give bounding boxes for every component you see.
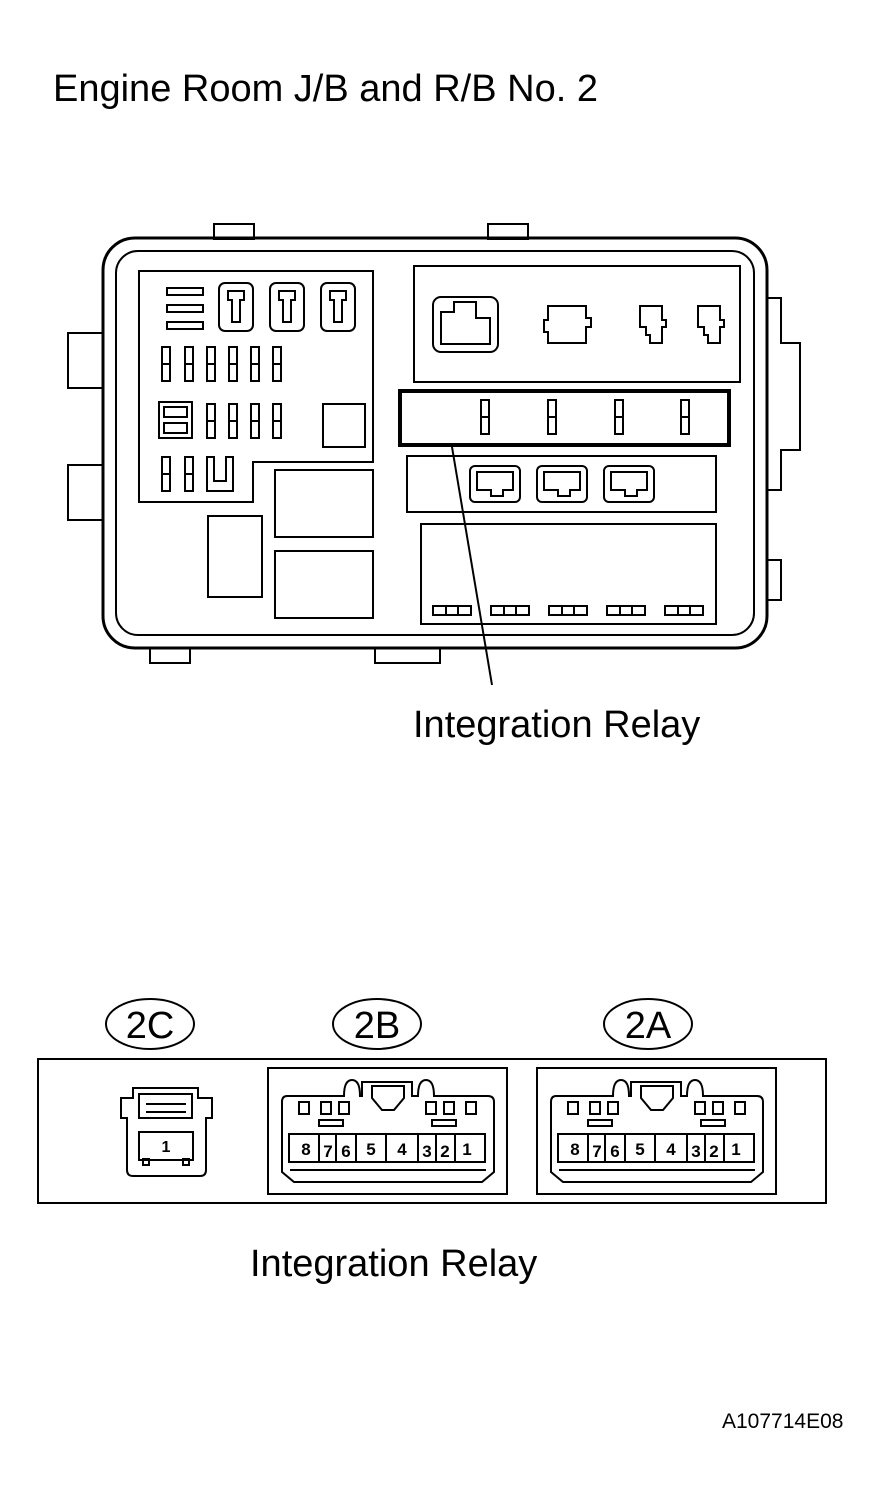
connector-2a-pin-2: 2 — [709, 1142, 718, 1161]
connector-2a-pin-8: 8 — [570, 1140, 579, 1159]
integration-relay-connectors-label: Integration Relay — [250, 1243, 538, 1285]
connector-panel — [37, 1058, 827, 1204]
connector-2a-pin-6: 6 — [610, 1142, 619, 1161]
relay-socket-2 — [269, 282, 305, 332]
relay-block-c — [274, 550, 374, 619]
connector-2a-pin-3: 3 — [691, 1142, 700, 1161]
connector-2b-pin-1: 1 — [462, 1140, 471, 1159]
connector-2b-pin-4: 4 — [397, 1140, 407, 1159]
connector-2a-tag: 2A — [603, 998, 693, 1050]
connector-2a-pin-1: 1 — [731, 1140, 740, 1159]
relay-block-a — [207, 515, 263, 598]
connector-2a-pin-4: 4 — [666, 1140, 676, 1159]
integration-relay-strip — [398, 389, 731, 447]
connector-2c: 1 — [120, 1087, 213, 1177]
reference-code: A107714E08 — [722, 1410, 844, 1433]
relay-socket-1 — [218, 282, 254, 332]
connector-2c-pin-1: 1 — [162, 1139, 171, 1156]
fuse-row-2 — [158, 401, 366, 448]
junction-block — [67, 223, 801, 664]
diagram-title: Engine Room J/B and R/B No. 2 — [53, 68, 598, 110]
right-relay-panel — [413, 265, 741, 383]
connector-2b-pin-8: 8 — [301, 1140, 310, 1159]
left-fuse-panel — [138, 270, 374, 503]
connector-2c-tag: 2C — [105, 998, 195, 1050]
fuse-row-3 — [161, 456, 234, 492]
connector-2c-id: 2C — [126, 1005, 175, 1047]
connector-2b-pin-6: 6 — [341, 1142, 350, 1161]
connector-2b-pin-5: 5 — [366, 1140, 375, 1159]
relay-socket-3 — [320, 282, 356, 332]
connector-2b-id: 2B — [354, 1005, 400, 1047]
connector-2b: 8 7 6 5 4 3 2 1 — [267, 1067, 508, 1195]
relay-block-b — [274, 469, 374, 538]
connector-2a-id: 2A — [625, 1005, 672, 1047]
fusible-link-block — [420, 523, 717, 625]
integration-relay-callout-label: Integration Relay — [413, 704, 701, 746]
connector-2a-pin-7: 7 — [592, 1142, 601, 1161]
connector-2a: 8 7 6 5 4 3 2 1 — [536, 1067, 777, 1195]
callout-leader-line — [451, 446, 493, 686]
connector-2b-tag: 2B — [332, 998, 422, 1050]
connector-2b-pin-7: 7 — [323, 1142, 332, 1161]
fuse-row-1 — [161, 346, 282, 382]
connector-2b-pin-3: 3 — [422, 1142, 431, 1161]
connector-2b-pin-2: 2 — [440, 1142, 449, 1161]
relay-socket-strip — [406, 455, 717, 513]
connector-2a-pin-5: 5 — [635, 1140, 644, 1159]
